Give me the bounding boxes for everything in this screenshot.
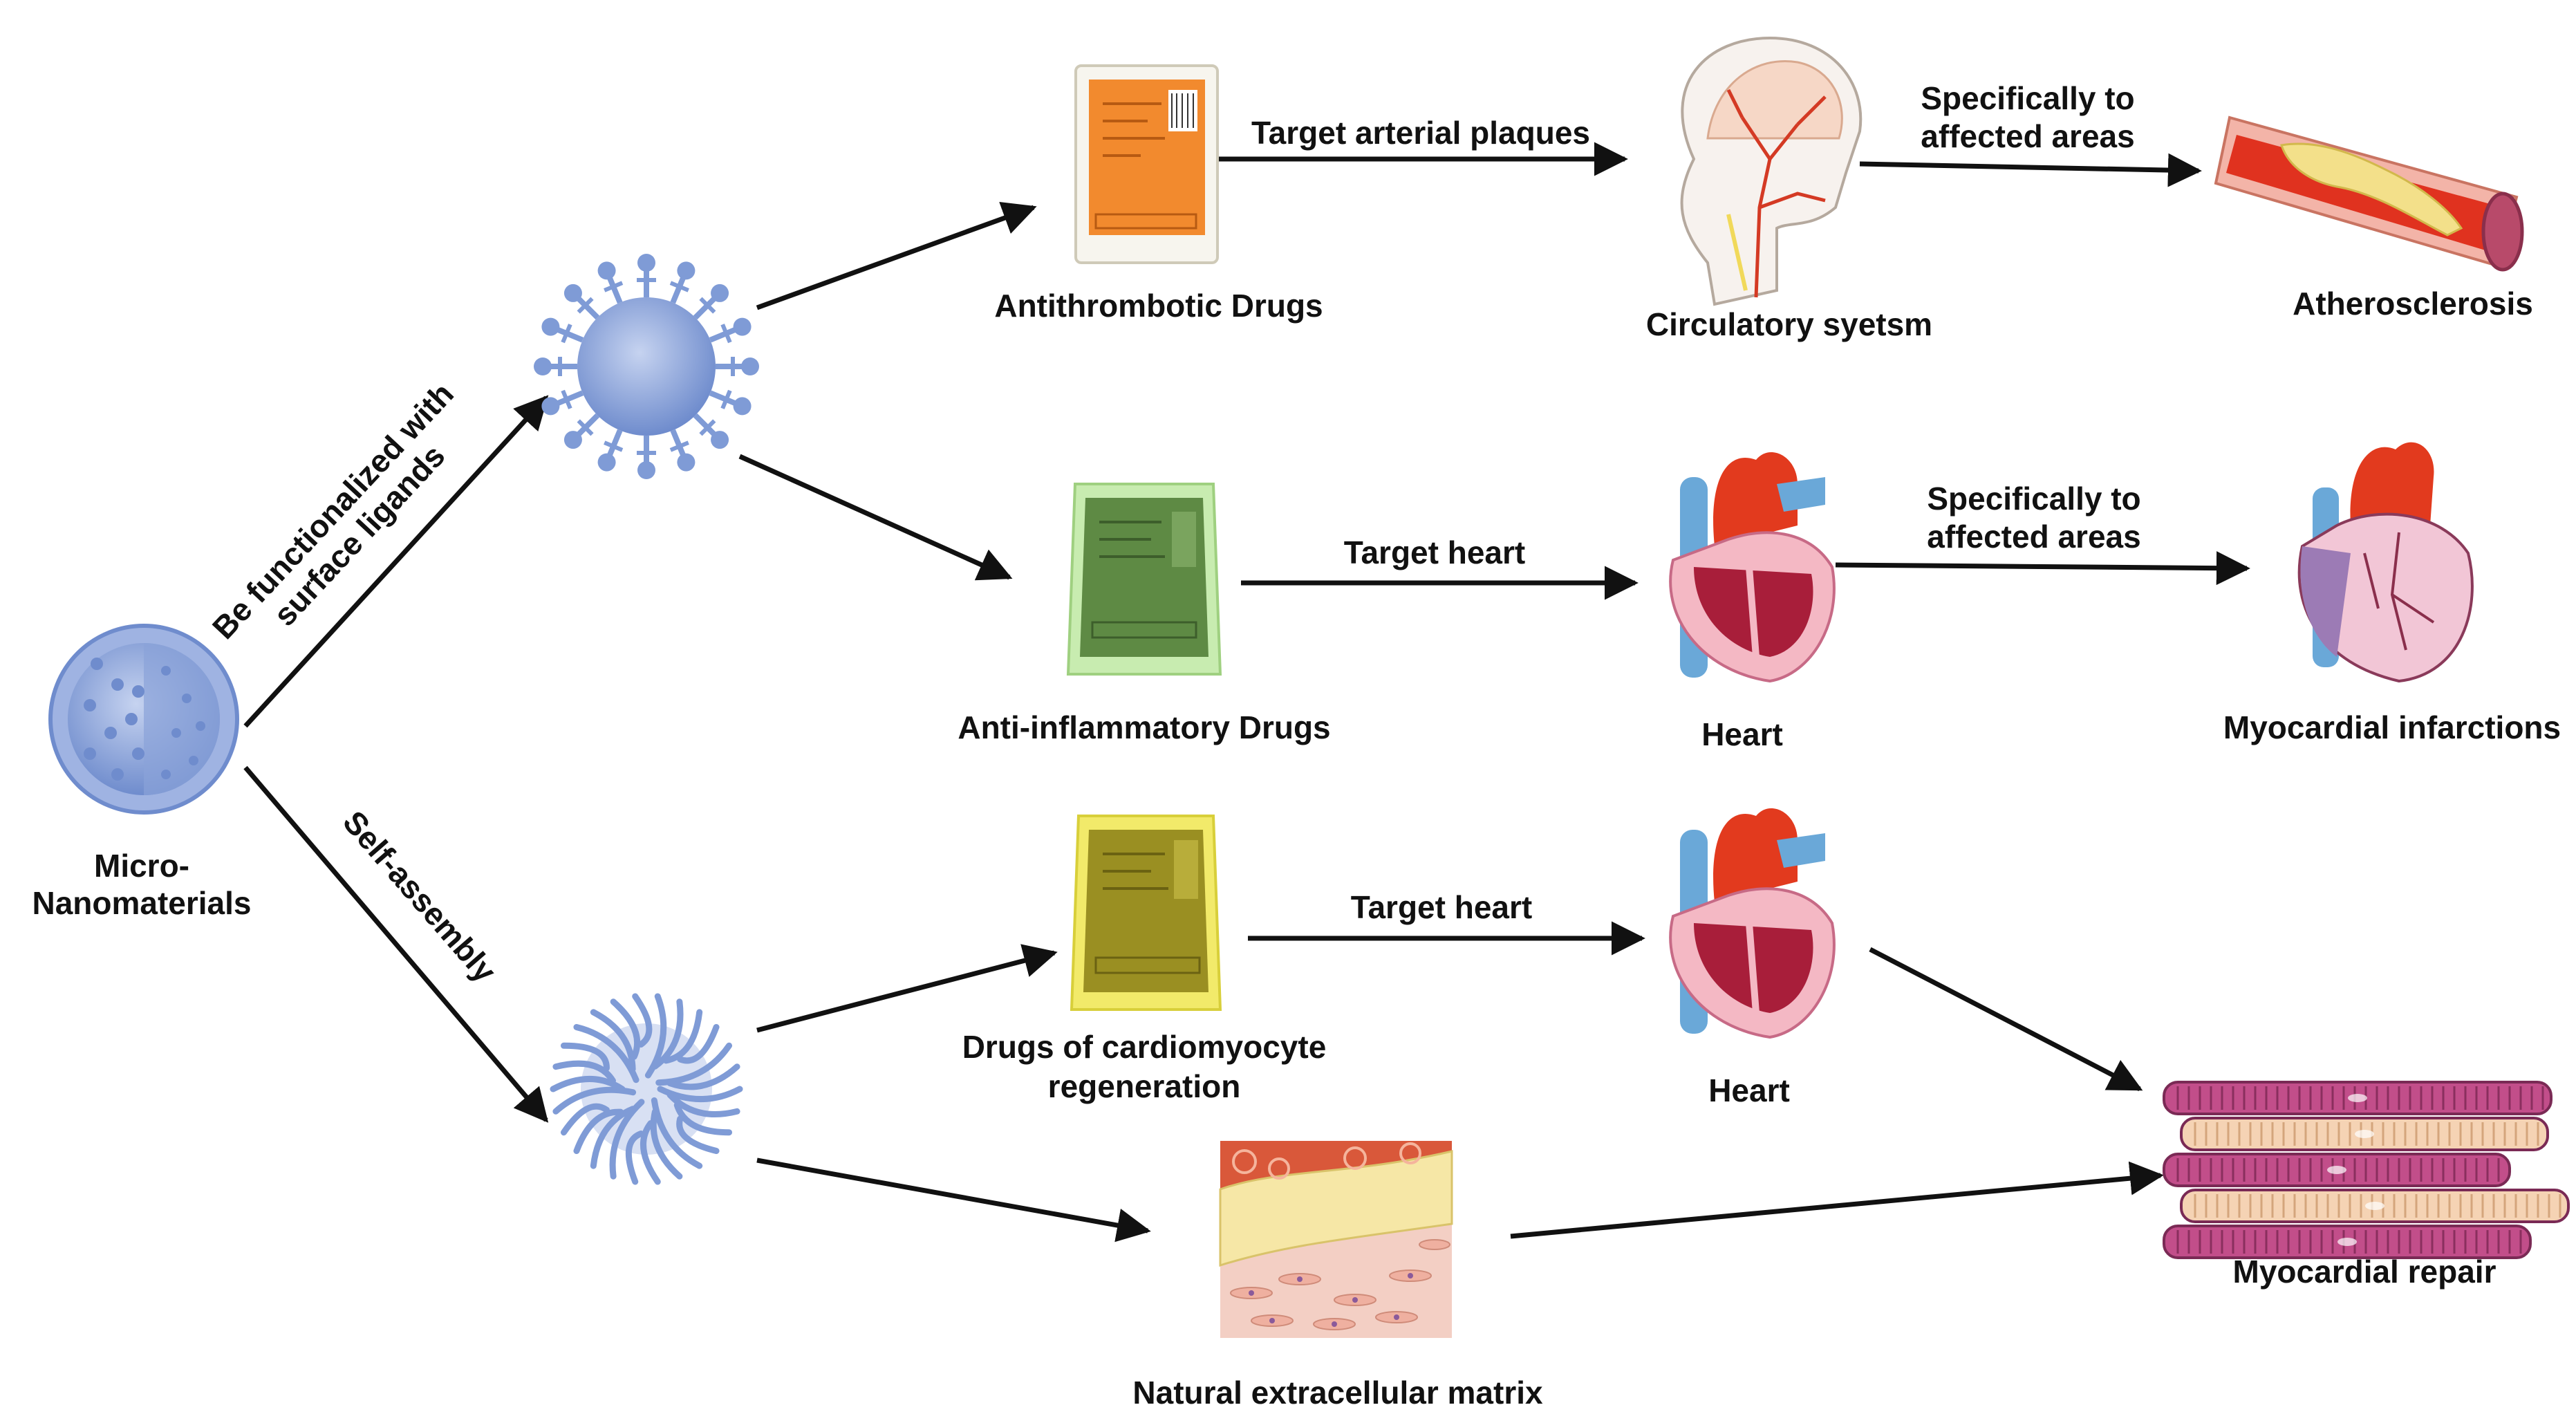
arrow-heart1-to-infarction bbox=[1835, 551, 2250, 586]
arrow-ligand-to-antiinflammatory bbox=[738, 454, 1013, 581]
arrow-source-to-ligand bbox=[243, 395, 549, 728]
yellow-drug-packet-icon bbox=[1070, 815, 1222, 1011]
green-drug-packet-icon bbox=[1066, 483, 1222, 676]
regeneration-drug-node: Drugs of cardiomyocyte regeneration bbox=[962, 815, 1327, 1104]
antithrombotic-drug-node: Antithrombotic Drugs bbox=[994, 64, 1323, 324]
infarction-node: Myocardial infarctions bbox=[2223, 442, 2561, 745]
source-label-line2: Nanomaterials bbox=[32, 885, 251, 921]
repair-label: Myocardial repair bbox=[2233, 1254, 2496, 1290]
edge-specific-1-line2: affected areas bbox=[1921, 118, 2134, 154]
ligand-nanoparticle-icon bbox=[534, 254, 759, 479]
edge-specific-1-line1: Specifically to bbox=[1921, 80, 2134, 116]
circulatory-node: Circulatory syetsm bbox=[1646, 36, 1932, 342]
antithrombotic-label: Antithrombotic Drugs bbox=[994, 288, 1323, 324]
regeneration-label-line1: Drugs of cardiomyocyte bbox=[962, 1029, 1327, 1065]
artery-plaque-icon bbox=[2214, 115, 2524, 272]
atherosclerosis-node: Atherosclerosis bbox=[2214, 115, 2533, 322]
atherosclerosis-label: Atherosclerosis bbox=[2293, 286, 2533, 322]
arrow-ligand-to-antithrombotic bbox=[756, 201, 1037, 310]
head-circulatory-icon bbox=[1680, 36, 1863, 306]
arrow-ecm-to-repair bbox=[1510, 1161, 2164, 1239]
edge-target-heart-1: Target heart bbox=[1344, 534, 1525, 570]
arrow-circulatory-to-atherosclerosis bbox=[1859, 153, 2202, 187]
anti-inflammatory-label: Anti-inflammatory Drugs bbox=[958, 709, 1330, 745]
heart1-node: Heart bbox=[1669, 452, 1836, 752]
anti-inflammatory-drug-node: Anti-inflammatory Drugs bbox=[958, 483, 1331, 745]
repair-node: Myocardial repair bbox=[2163, 1081, 2570, 1290]
source-label-line1: Micro- bbox=[94, 848, 189, 884]
orange-drug-packet-icon bbox=[1074, 64, 1219, 264]
infarction-label: Myocardial infarctions bbox=[2223, 709, 2561, 745]
arrow-heart2-to-repair bbox=[1869, 947, 2143, 1092]
ecm-label: Natural extracellular matrix bbox=[1132, 1375, 1543, 1411]
extracellular-matrix-icon bbox=[1219, 1141, 1453, 1338]
edge-target-plaques: Target arterial plaques bbox=[1251, 115, 1590, 151]
arrows bbox=[243, 142, 2250, 1243]
edge-specific-2-line2: affected areas bbox=[1927, 519, 2140, 555]
regeneration-label-line2: regeneration bbox=[1048, 1068, 1241, 1104]
infarcted-heart-icon bbox=[2297, 442, 2474, 683]
edge-functionalized-line1: Be functionalized with bbox=[205, 375, 460, 646]
edge-self-assembly: Self-assembly bbox=[336, 804, 503, 989]
cardiac-muscle-fibers-icon bbox=[2163, 1081, 2570, 1259]
ecm-node: Natural extracellular matrix bbox=[1132, 1141, 1543, 1411]
self-assembled-nanoparticle-icon bbox=[550, 993, 743, 1185]
edge-specific-2-line1: Specifically to bbox=[1927, 481, 2140, 517]
heart-anatomy-icon bbox=[1669, 452, 1836, 683]
heart-anatomy-icon bbox=[1669, 808, 1836, 1039]
circulatory-label: Circulatory syetsm bbox=[1646, 306, 1932, 342]
arrow-source-to-assembly bbox=[243, 765, 549, 1123]
edge-target-heart-2: Target heart bbox=[1351, 889, 1532, 925]
source-node: Micro- Nanomaterials bbox=[32, 624, 252, 921]
arrow-assembly-to-regeneration bbox=[756, 944, 1058, 1033]
heart2-label: Heart bbox=[1708, 1072, 1790, 1108]
arrow-assembly-to-ecm bbox=[756, 1157, 1151, 1243]
heart2-node: Heart bbox=[1669, 808, 1836, 1108]
liposome-icon bbox=[48, 624, 239, 815]
heart1-label: Heart bbox=[1701, 716, 1783, 752]
